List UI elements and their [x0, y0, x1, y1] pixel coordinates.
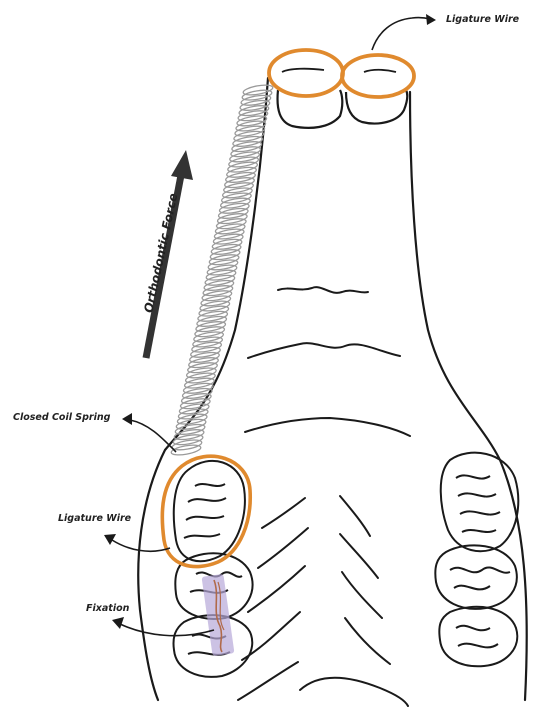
right-molars: [435, 453, 518, 667]
ligature-wire-top-arrow: [372, 18, 430, 50]
arrowhead-fixation-icon: [112, 617, 124, 629]
ligature-wire-top-label: Ligature Wire: [446, 14, 519, 25]
closed-coil-spring-label: Closed Coil Spring: [13, 412, 110, 423]
arrowhead-coil-icon: [122, 413, 132, 425]
palatal-rugae: [238, 287, 410, 706]
fixation-label: Fixation: [86, 603, 129, 614]
coil-spring-label-arrow: [130, 420, 176, 452]
arrowhead-ligature-left-icon: [104, 534, 116, 545]
ligature-wire-left-label-arrow: [112, 540, 170, 551]
arrowhead-top-icon: [426, 14, 436, 25]
incisor-ligature-wire: [269, 50, 414, 97]
fixation-label-arrow: [120, 624, 214, 636]
closed-coil-spring: [170, 83, 273, 456]
ligature-wire-left-label: Ligature Wire: [58, 513, 131, 524]
